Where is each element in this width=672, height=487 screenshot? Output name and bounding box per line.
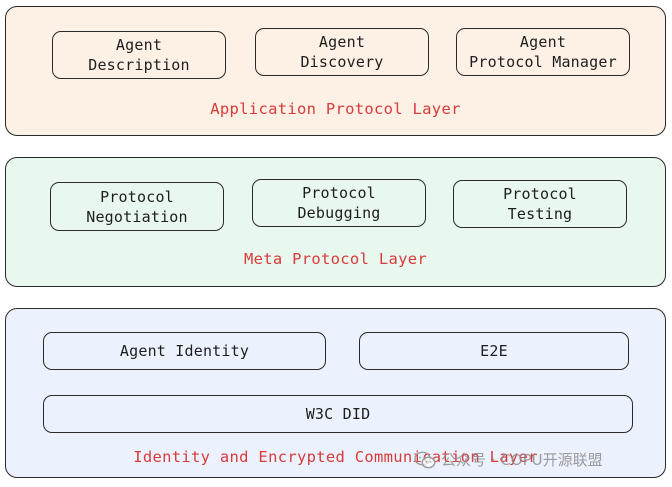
agent-protocol-manager-box: Agent Protocol Manager (456, 28, 630, 76)
protocol-negotiation-box: Protocol Negotiation (50, 182, 224, 231)
watermark: 公众号 · COPU开源联盟 (414, 449, 603, 470)
identity-layer-label: Identity and Encrypted Communication Lay… (133, 448, 538, 466)
meta-layer-label: Meta Protocol Layer (243, 250, 427, 268)
application-protocol-layer: Agent Description Agent Discovery Agent … (5, 6, 666, 136)
wechat-icon (414, 451, 436, 468)
e2e-box: E2E (359, 332, 629, 370)
w3c-did-box: W3C DID (43, 395, 633, 433)
protocol-debugging-box: Protocol Debugging (252, 179, 426, 227)
watermark-text: 公众号 · COPU开源联盟 (441, 451, 603, 469)
identity-encrypted-communication-layer: Agent Identity E2E W3C DID Identity and … (5, 308, 666, 478)
agent-description-box: Agent Description (52, 31, 226, 79)
meta-protocol-layer: Protocol Negotiation Protocol Debugging … (5, 157, 666, 287)
agent-identity-box: Agent Identity (43, 332, 326, 370)
protocol-testing-box: Protocol Testing (453, 180, 627, 228)
agent-discovery-box: Agent Discovery (255, 28, 429, 76)
application-layer-label: Application Protocol Layer (210, 100, 461, 118)
